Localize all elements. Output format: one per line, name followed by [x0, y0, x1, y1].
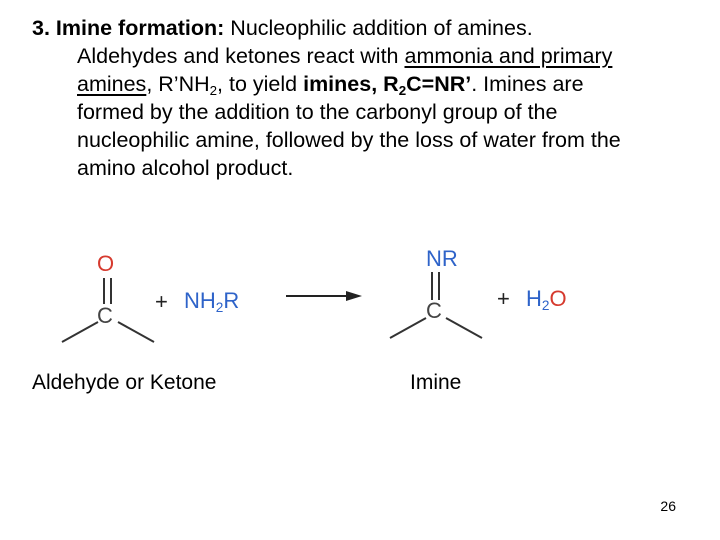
product-carbon-atom: C: [426, 298, 442, 323]
paragraph-line-6: amino alcohol product.: [77, 156, 294, 180]
bold-run: imines, R: [303, 72, 399, 96]
reactant-right-bond: [117, 321, 155, 343]
underlined-term-amines: amines: [77, 72, 147, 96]
bold-subscript: 2: [398, 82, 407, 98]
amine-nh: NH: [184, 288, 216, 313]
text-run: , to yield: [217, 72, 304, 96]
water-oxygen: O: [549, 286, 567, 311]
bold-imines: imines, R2C=NR’: [303, 72, 472, 98]
plus-sign-2: +: [497, 286, 510, 311]
product-nr-group: NR: [426, 246, 458, 271]
plus-sign-1: +: [155, 289, 168, 314]
amine-subscript: 2: [215, 300, 224, 316]
paragraph-line-5: nucleophilic amine, followed by the loss…: [77, 128, 621, 152]
paragraph-line-4: formed by the addition to the carbonyl g…: [77, 100, 558, 124]
text-run: . Imines are: [471, 72, 584, 96]
bold-run: C=NR’: [406, 72, 472, 96]
paragraph-line-1: 3. Imine formation: Nucleophilic additio…: [32, 14, 702, 42]
amine-formula: NH2R: [184, 288, 240, 316]
water-subscript: 2: [541, 298, 550, 314]
water-formula: H2O: [526, 286, 567, 314]
paragraph-line-2: Aldehydes and ketones react with ammonia…: [32, 42, 702, 70]
paragraph-line-3: amines, R’NH2, to yield imines, R2C=NR’.…: [32, 70, 702, 98]
reactant-left-bond: [61, 321, 99, 343]
product-right-bond: [445, 317, 483, 339]
reactant-oxygen-atom: O: [97, 251, 115, 276]
text-run: , R’NH: [146, 72, 210, 96]
water-hydrogen: H: [526, 286, 542, 311]
section-heading: 3. Imine formation:: [32, 16, 225, 40]
caption-aldehyde-or-ketone: Aldehyde or Ketone: [32, 371, 217, 394]
caption-imine: Imine: [410, 371, 462, 394]
page-number: 26: [660, 498, 676, 514]
product-left-bond: [389, 317, 427, 339]
underlined-term-ammonia: ammonia and primary: [404, 44, 613, 68]
section-subtitle: Nucleophilic addition of amines.: [224, 16, 533, 40]
reactant-carbon-atom: C: [97, 303, 113, 328]
amine-r: R: [223, 288, 240, 313]
main-paragraph: 3. Imine formation: Nucleophilic additio…: [32, 14, 702, 182]
reaction-arrow-head: [346, 291, 362, 301]
subscript: 2: [209, 82, 218, 98]
text-run: Aldehydes and ketones react with: [77, 44, 405, 68]
